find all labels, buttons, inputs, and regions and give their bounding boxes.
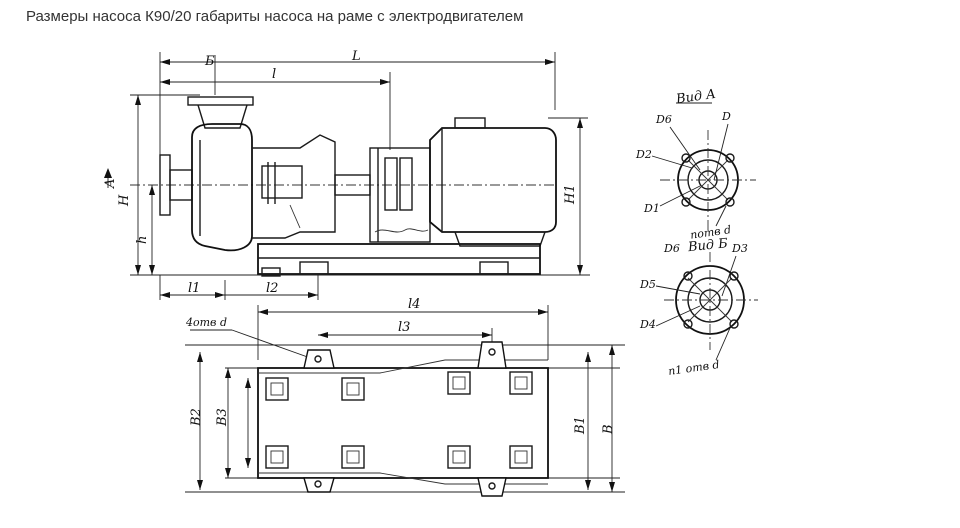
view-A-D2-label: D2 [635,148,652,161]
view-A-holes-label: nотв d [689,223,731,242]
view-B-D4-label: D4 [639,318,656,331]
view-A-title: Вид A [674,87,716,108]
page-title: Размеры насоса К90/20 габариты насоса на… [26,8,524,25]
dim-l3-label: l3 [398,320,410,335]
view-B: D6 Вид Б D3 D5 D4 n1 отв d [639,236,758,378]
view-B-title: Вид Б [686,236,729,255]
holes-4-label: 4отв d [185,316,227,329]
dim-B2-label: B2 [189,408,204,427]
view-B-D3-label: D3 [731,242,748,255]
dim-l-label: l [272,67,276,82]
view-A-marker: A [103,179,118,189]
dim-L-label: L [351,49,361,64]
dim-H-label: H [117,194,132,207]
dim-l1-label: l1 [188,281,200,296]
dim-B-top-label: Б [204,54,215,69]
view-B-D6-label: D6 [663,242,680,255]
dim-H1-label: H1 [563,184,578,205]
view-B-D5-label: D5 [639,278,656,291]
view-A: Вид A D6 D D2 D1 nотв d [635,87,756,242]
view-A-D6-label: D6 [655,113,672,126]
view-B-holes-label: n1 отв d [667,358,720,378]
plan-view: l4 l3 4отв d [185,297,625,497]
dim-h-label: h [135,236,150,244]
side-view: L Б l [103,49,590,300]
dim-l2-label: l2 [266,281,278,296]
dim-B-label: B [601,424,616,435]
dim-B3-label: B3 [215,408,230,427]
view-A-D1-label: D1 [643,202,660,215]
dim-l4-label: l4 [408,297,420,312]
view-A-D-label: D [721,110,731,123]
dim-B1-label: B1 [573,416,588,435]
